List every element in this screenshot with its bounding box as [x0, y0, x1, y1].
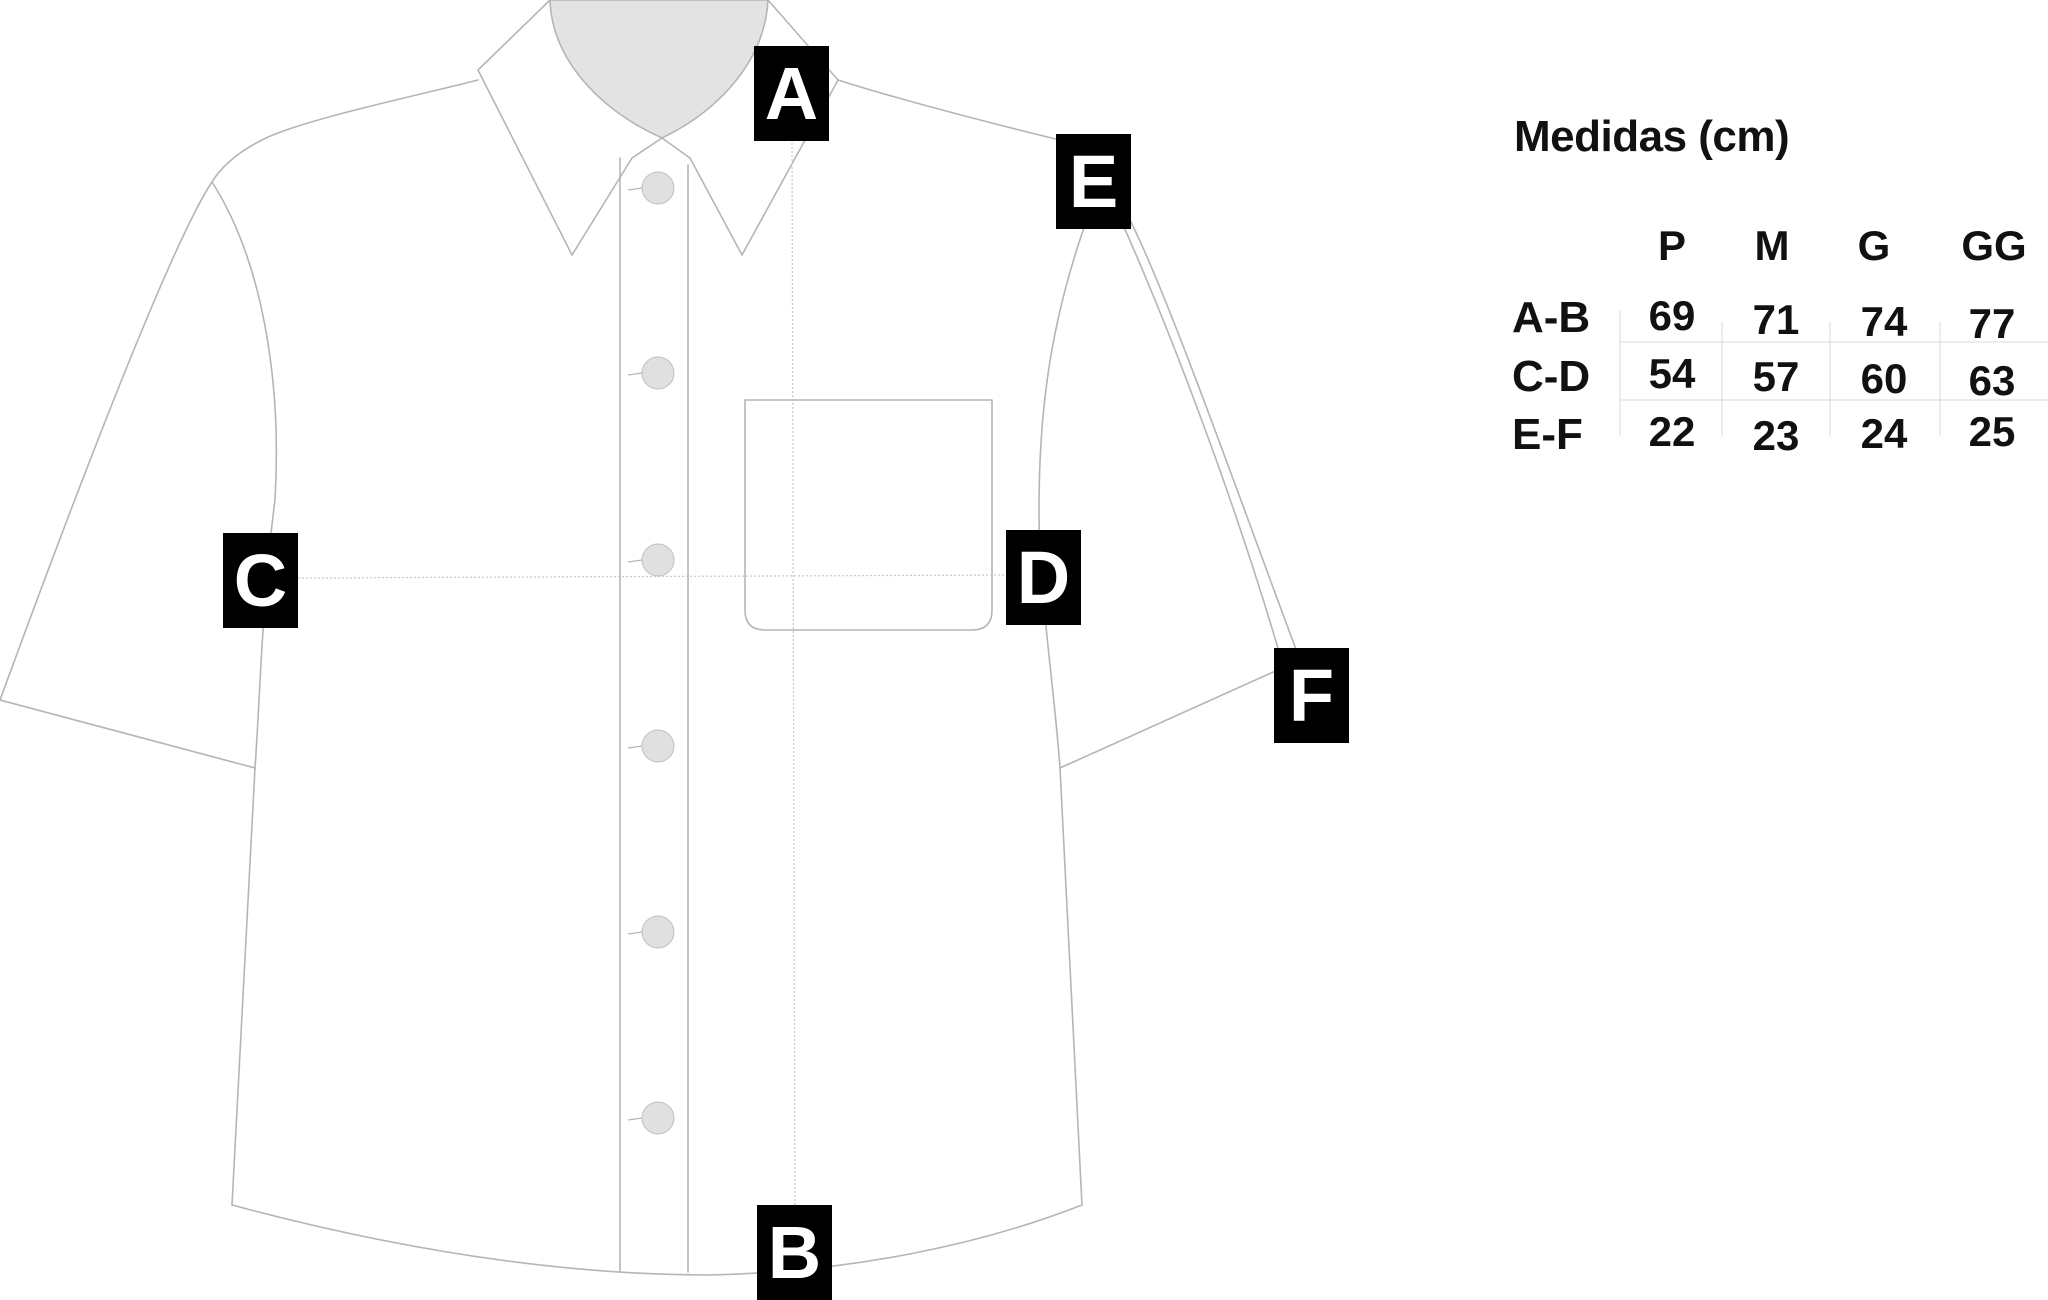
value-a-b-p: 69	[1648, 292, 1696, 339]
buttonhole	[627, 931, 643, 935]
value-a-b-m: 71	[1752, 296, 1800, 343]
button	[641, 915, 675, 949]
buttonhole	[627, 559, 643, 563]
row-label-a-b: A-B	[1512, 293, 1591, 342]
value-e-f-m: 23	[1752, 412, 1800, 459]
collar-band	[631, 137, 691, 159]
row-label-c-d: C-D	[1512, 352, 1591, 401]
buttonhole	[627, 1117, 643, 1121]
collar-right	[689, 0, 839, 256]
shoulder-left	[211, 79, 479, 183]
button	[641, 171, 675, 205]
button	[641, 1101, 675, 1135]
size-header-gg: GG	[1961, 222, 2027, 269]
value-c-d-p: 54	[1648, 350, 1696, 397]
value-c-d-g: 60	[1860, 355, 1908, 402]
sleeve-right	[1059, 219, 1301, 769]
marker-f: F	[1274, 648, 1349, 743]
marker-e: E	[1056, 134, 1131, 229]
buttonhole	[627, 372, 643, 376]
marker-d: D	[1006, 530, 1081, 625]
table-title: Medidas (cm)	[1514, 112, 1790, 161]
marker-b: B	[757, 1205, 832, 1300]
armhole-left	[211, 181, 278, 1206]
row-label-e-f: E-F	[1512, 410, 1583, 459]
value-e-f-g: 24	[1860, 410, 1908, 457]
size-header-p: P	[1657, 222, 1686, 269]
button	[641, 356, 675, 390]
buttonhole	[627, 187, 643, 191]
collar-left	[477, 0, 633, 256]
pocket	[744, 399, 993, 631]
measure-line-a-b	[791, 134, 796, 1231]
collar-inner	[549, 0, 769, 139]
button	[641, 729, 675, 763]
value-c-d-gg: 63	[1968, 357, 2016, 404]
value-e-f-gg: 25	[1968, 408, 2016, 455]
value-c-d-m: 57	[1752, 353, 1800, 400]
sleeve-left	[0, 181, 256, 769]
hem	[231, 1204, 1083, 1276]
value-e-f-p: 22	[1648, 408, 1696, 455]
button	[641, 543, 675, 577]
measure-line-c-d	[297, 574, 1006, 579]
buttonhole	[627, 745, 643, 749]
size-header-m: M	[1754, 222, 1790, 269]
armhole-right	[1038, 224, 1086, 1206]
value-a-b-g: 74	[1860, 298, 1908, 345]
marker-a: A	[754, 46, 829, 141]
value-a-b-gg: 77	[1968, 300, 2016, 347]
marker-c: C	[223, 533, 298, 628]
size-header-g: G	[1857, 222, 1891, 269]
sleeve-right-seam	[1119, 217, 1283, 663]
